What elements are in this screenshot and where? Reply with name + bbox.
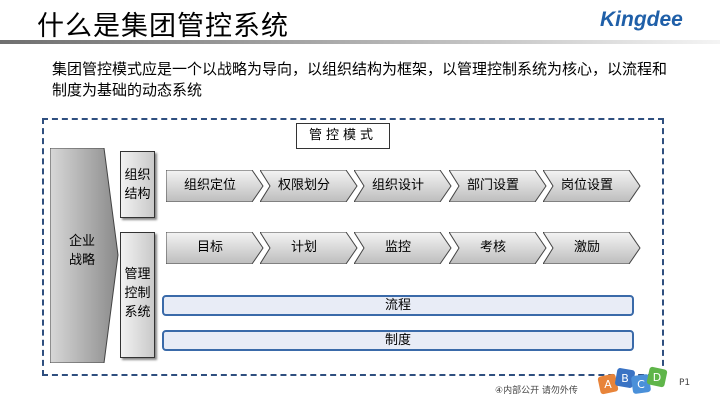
confidential-note: ④内部公开 请勿外传 (495, 386, 578, 396)
strategy-label-line1: 企业 (68, 234, 95, 249)
org-step-5: 岗位设置 (543, 170, 641, 202)
org-step-label: 岗位设置 (560, 178, 613, 193)
icon-letter-d: D (653, 371, 661, 384)
kingdee-logo: Kingdee (600, 8, 683, 31)
control-step-3: 监控 (354, 232, 452, 264)
control-step-label: 考核 (479, 240, 506, 255)
description-text: 集团管控模式应是一个以战略为导向，以组织结构为框架，以管理控制系统为核心，以流程… (52, 60, 668, 99)
icon-letter-a: A (604, 378, 612, 391)
org-step-4: 部门设置 (449, 170, 547, 202)
mgmt-control-box: 管理 控制 系统 (120, 232, 155, 358)
org-structure-line2: 结构 (124, 187, 151, 202)
control-step-5: 激励 (543, 232, 641, 264)
org-step-label: 部门设置 (466, 178, 519, 193)
title-underline (0, 40, 720, 44)
mgmt-control-line1: 管理 (124, 267, 151, 282)
strategy-label-line2: 战略 (68, 253, 95, 268)
slide-title: 什么是集团管控系统 (37, 11, 289, 42)
mode-label-box: 管控模式 (296, 123, 390, 149)
abcd-icon-group: A B C D (596, 363, 668, 401)
mgmt-control-line2: 控制 (124, 286, 151, 301)
control-step-label: 目标 (196, 240, 223, 255)
control-step-label: 监控 (384, 240, 411, 255)
org-step-1: 组织定位 (166, 170, 264, 202)
org-step-label: 组织定位 (183, 178, 236, 193)
strategy-arrow: 企业 战略 (50, 148, 120, 363)
org-structure-box: 组织 结构 (120, 151, 155, 218)
control-step-4: 考核 (449, 232, 547, 264)
mgmt-control-line3: 系统 (124, 305, 151, 320)
org-structure-line1: 组织 (124, 168, 151, 183)
strategy-label: 企业 战略 (64, 232, 100, 270)
org-step-3: 组织设计 (354, 170, 452, 202)
icon-letter-b: B (621, 372, 629, 385)
control-step-label: 计划 (290, 240, 317, 255)
process-bar: 流程 (162, 295, 634, 316)
control-step-label: 激励 (573, 240, 600, 255)
control-step-1: 目标 (166, 232, 264, 264)
icon-letter-c: C (637, 378, 645, 391)
org-step-label: 权限划分 (277, 178, 330, 193)
system-bar: 制度 (162, 330, 634, 351)
org-step-2: 权限划分 (260, 170, 358, 202)
diagram-frame (42, 118, 664, 376)
page-number: P1 (679, 378, 691, 388)
org-step-label: 组织设计 (371, 178, 424, 193)
control-step-2: 计划 (260, 232, 358, 264)
